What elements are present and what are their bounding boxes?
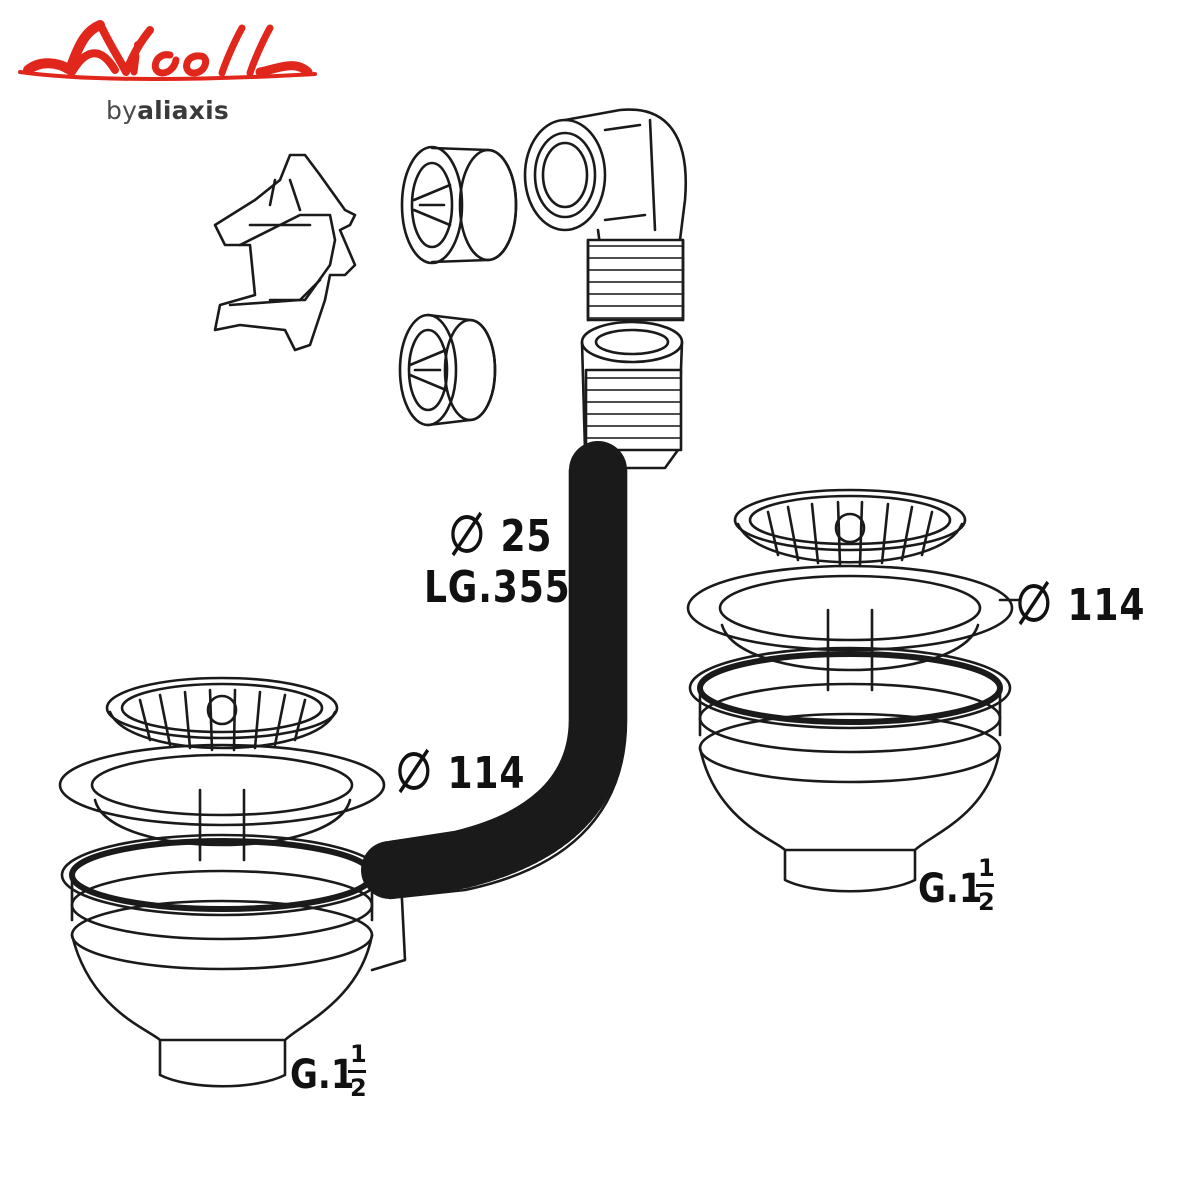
right-basket-diameter-label: 114 (1015, 574, 1145, 631)
hose-length-label: LG.355 (424, 562, 571, 613)
right-basket-diameter-value: 114 (1067, 580, 1146, 631)
diameter-icon (451, 511, 483, 557)
left-basket-diameter-label: 114 (395, 742, 525, 799)
right-thread-prefix: G.1 (918, 866, 983, 912)
right-thread-numerator: 1 (978, 854, 995, 882)
left-basket-diameter-value: 114 (447, 748, 526, 799)
overflow-bracket (213, 153, 357, 352)
diameter-icon (1018, 580, 1050, 626)
nicoll-logo (18, 20, 317, 81)
overflow-cap-long (400, 145, 518, 265)
right-thread-denominator: 2 (978, 888, 995, 916)
left-thread-fraction-bar (348, 1070, 366, 1073)
diameter-icon (398, 748, 430, 794)
overflow-cap-short (398, 313, 497, 427)
hose-diameter-label: 25 (448, 505, 552, 562)
left-thread-denominator: 2 (350, 1074, 367, 1102)
corrugated-hose (361, 441, 628, 900)
left-thread-prefix: G.1 (290, 1052, 355, 1098)
elbow-connector (523, 108, 688, 322)
hose-diameter-value: 25 (500, 511, 553, 562)
right-thread-fraction-bar (976, 884, 994, 887)
hose-socket (580, 320, 684, 470)
left-thread-numerator: 1 (350, 1040, 367, 1068)
right-strainer-assembly (686, 488, 1014, 893)
by-label: by (106, 96, 138, 125)
by-aliaxis-label: byaliaxis (106, 96, 229, 125)
left-strainer-assembly (58, 676, 407, 1088)
aliaxis-label: aliaxis (137, 96, 229, 125)
